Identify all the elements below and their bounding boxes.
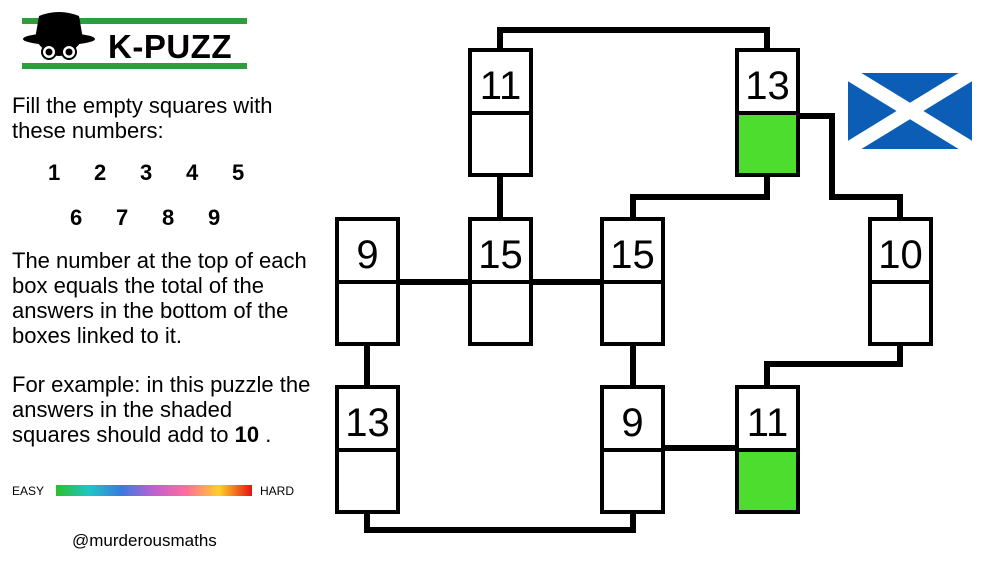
numbers-row-2: 6 7 8 9 [70, 205, 254, 231]
box-target-number: 10 [878, 233, 923, 277]
answer-square[interactable] [472, 113, 529, 173]
numbers-row-1: 1 2 3 4 5 [48, 160, 278, 186]
social-handle: @murderousmaths [72, 531, 217, 550]
link-line [364, 512, 636, 533]
answer-square[interactable] [604, 450, 661, 510]
puzzle-box: 11 [735, 385, 800, 514]
example-text: For example: in this puzzle the answers … [12, 372, 311, 447]
box-target-number: 15 [478, 233, 523, 277]
answer-square[interactable] [872, 282, 929, 342]
scotland-flag-icon [848, 73, 972, 149]
logo-bar-top [22, 18, 247, 24]
puzzle-box: 10 [868, 217, 933, 346]
box-target-number: 9 [621, 401, 643, 445]
link-line [799, 113, 903, 219]
difficulty-easy-label: EASY [12, 484, 45, 498]
instructions-intro: Fill the empty squares with these number… [12, 93, 273, 143]
puzzle-box: 9 [600, 385, 665, 514]
number-option: 2 [94, 160, 107, 185]
example-value: 10 [234, 422, 260, 447]
link-line [497, 27, 770, 50]
puzzle-box: 15 [468, 217, 533, 346]
difficulty-hard-label: HARD [260, 484, 295, 498]
shaded-answer-square[interactable] [739, 113, 796, 173]
number-option: 7 [116, 205, 129, 230]
number-option: 5 [232, 160, 245, 185]
number-option: 6 [70, 205, 83, 230]
number-option: 3 [140, 160, 153, 185]
puzzle-box: 13 [335, 385, 400, 514]
answer-square[interactable] [604, 282, 661, 342]
box-target-number: 11 [480, 64, 522, 108]
box-target-number: 13 [345, 401, 390, 445]
number-option: 8 [162, 205, 175, 230]
instructions-example: For example: in this puzzle the answers … [12, 372, 312, 447]
shaded-answer-square[interactable] [739, 450, 796, 510]
example-suffix: . [265, 422, 272, 447]
box-target-number: 15 [610, 233, 655, 277]
box-target-number: 9 [356, 233, 378, 277]
answer-square[interactable] [339, 450, 396, 510]
answer-square[interactable] [472, 282, 529, 342]
number-option: 9 [208, 205, 221, 230]
box-target-number: 11 [747, 401, 789, 445]
puzzle-box: 9 [335, 217, 400, 346]
logo-bar-bottom [22, 63, 247, 69]
answer-square[interactable] [339, 282, 396, 342]
link-line [630, 176, 770, 219]
logo-title: K-PUZZ [108, 28, 232, 65]
instructions-rule: The number at the top of each box equals… [12, 248, 307, 348]
box-target-number: 13 [745, 64, 790, 108]
puzzle-box: 15 [600, 217, 665, 346]
link-line [764, 344, 903, 387]
number-option: 1 [48, 160, 61, 185]
difficulty-gradient-bar [56, 485, 252, 496]
number-option: 4 [186, 160, 199, 185]
spy-face-icon [23, 12, 95, 60]
puzzle-box: 11 [468, 48, 533, 177]
puzzle-box: 13 [735, 48, 800, 177]
